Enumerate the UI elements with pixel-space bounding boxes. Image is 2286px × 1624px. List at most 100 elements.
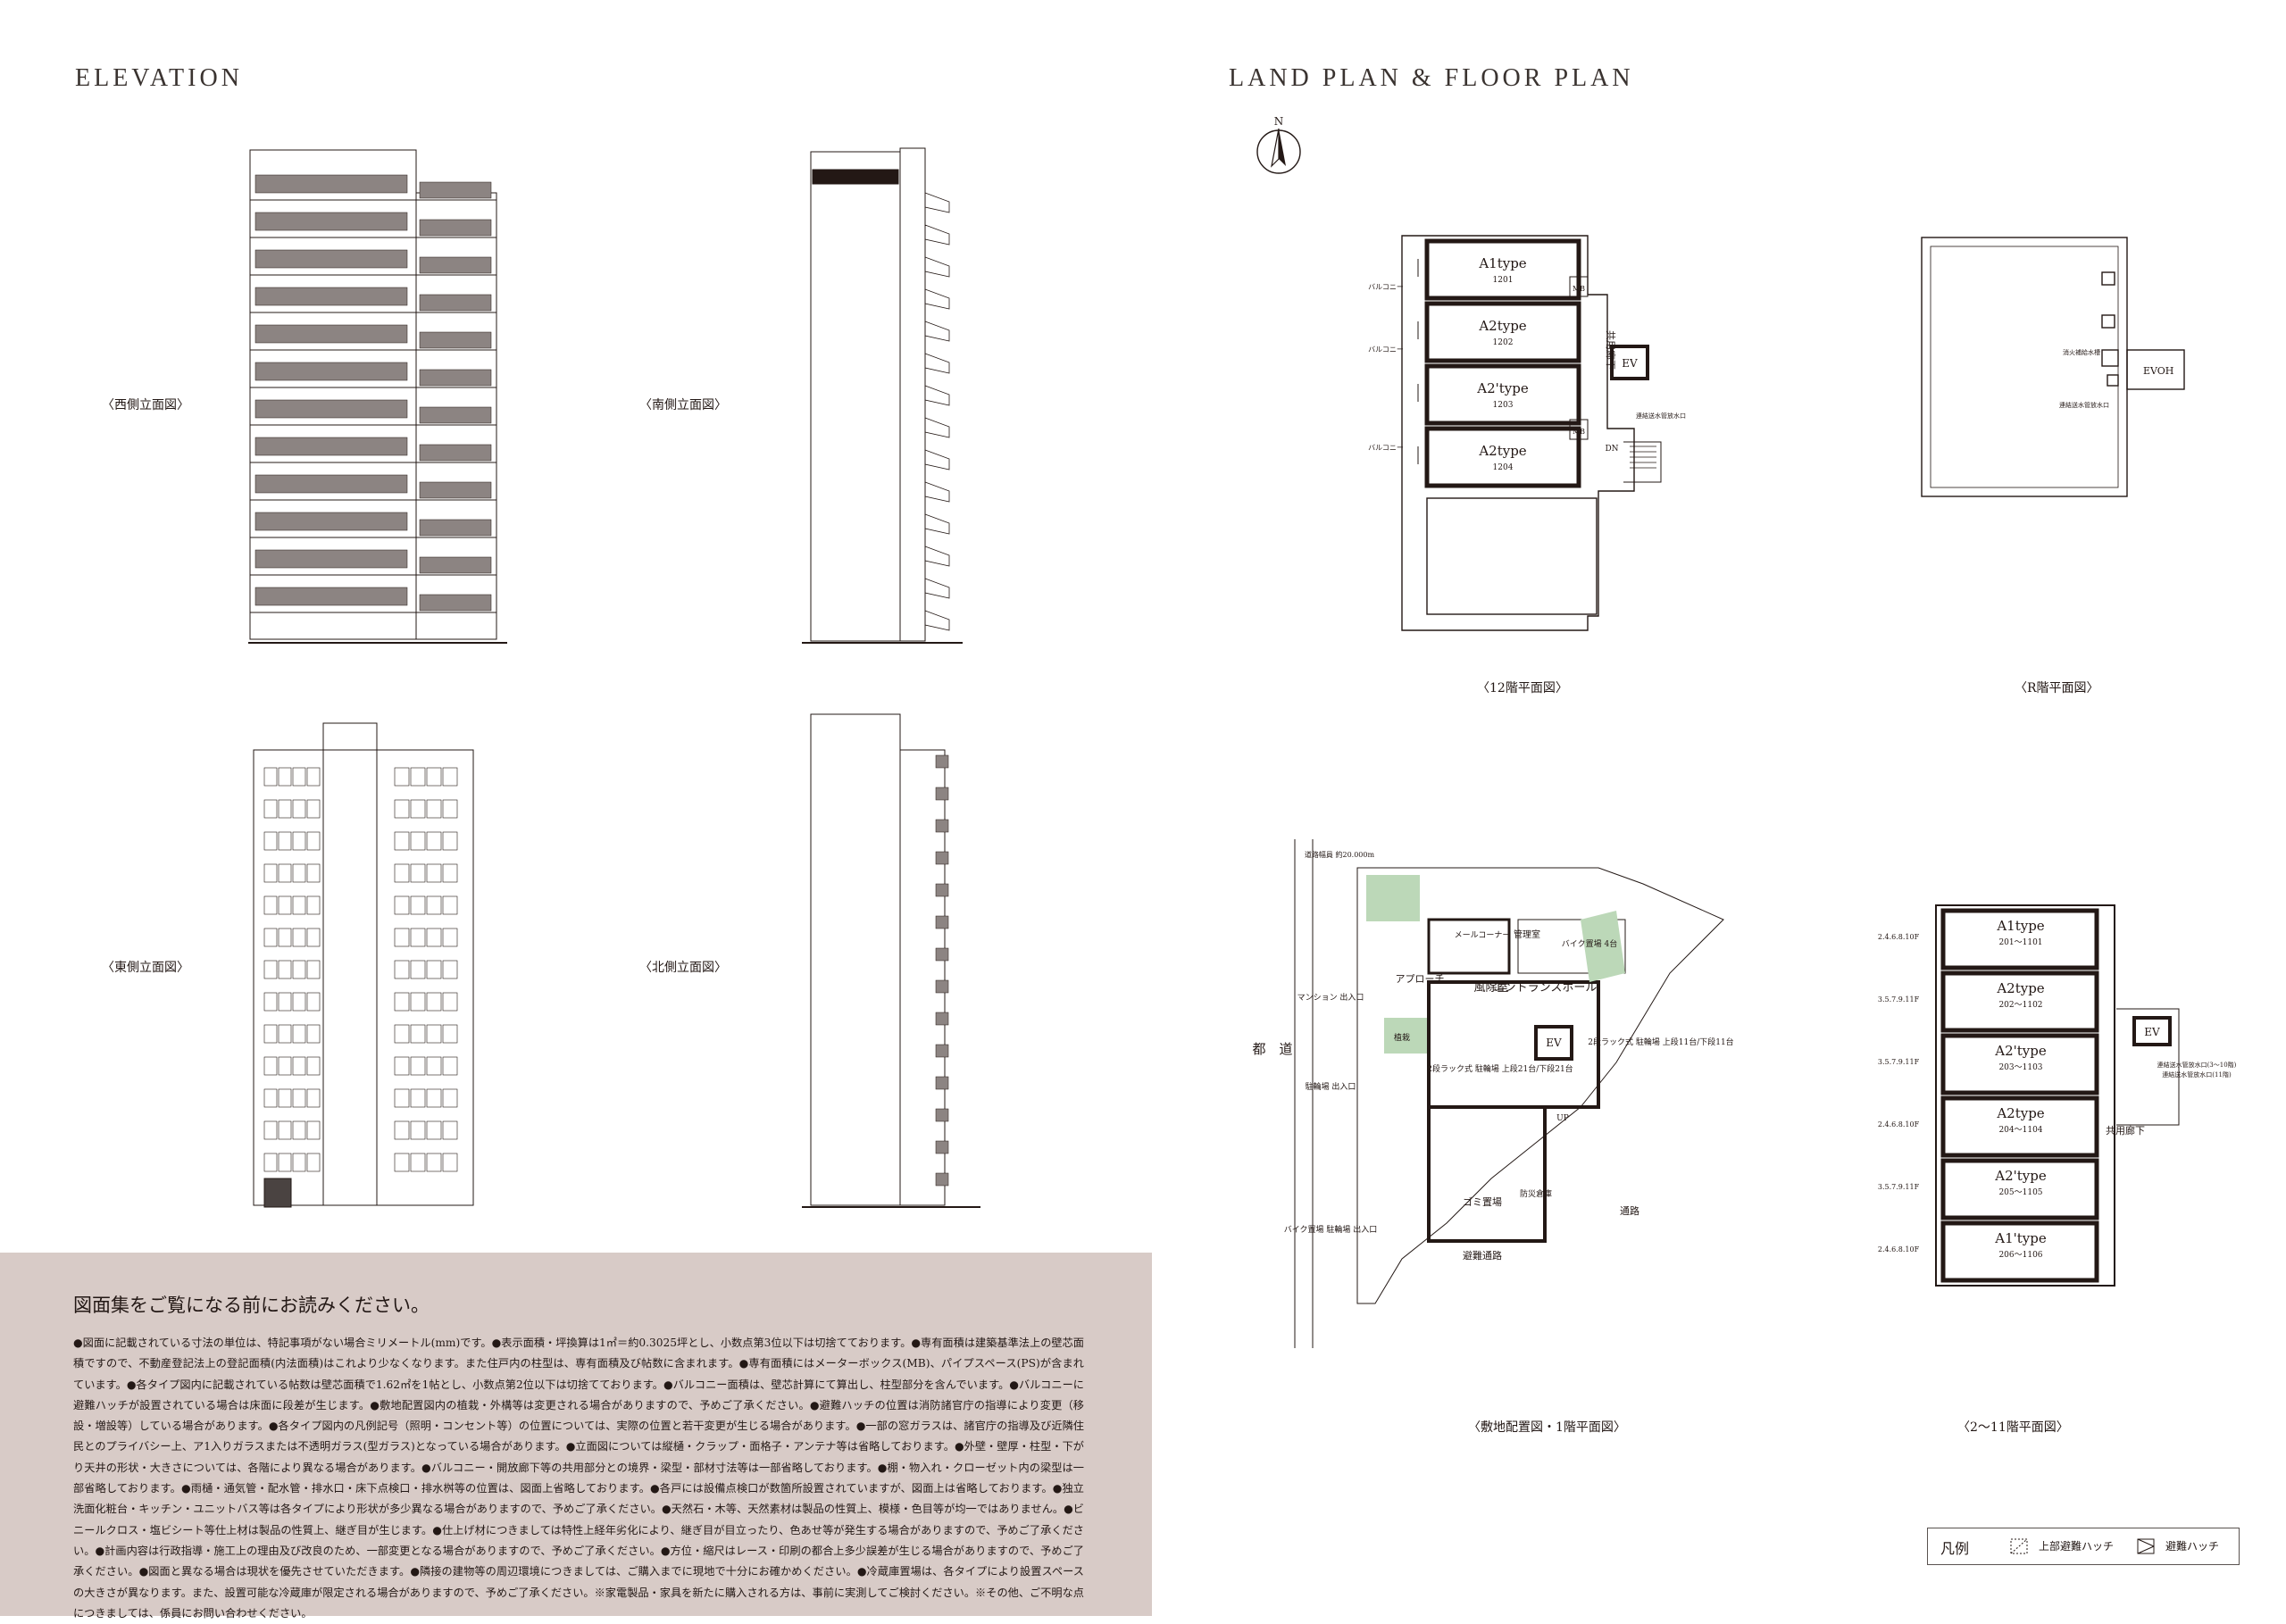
west-balcony [254, 287, 408, 306]
east-window [306, 799, 321, 819]
south-balcony-profile [924, 256, 950, 278]
land-plan-heading: LAND PLAN & FLOOR PLAN [1229, 64, 1634, 92]
legend-hatch-label: 避難ハッチ [2165, 1540, 2220, 1553]
east-window [278, 928, 292, 947]
east-window [426, 1120, 442, 1140]
site-bicycle-entrance-label: 駐輪場 出入口 [1306, 1081, 1356, 1092]
floor2-11-ev-label: EV [2144, 1026, 2160, 1038]
east-window [442, 831, 458, 851]
north-window [935, 1012, 949, 1026]
floor2-11-unit-rooms: 205～1105 [1998, 1188, 2042, 1197]
east-elevation-caption: 〈東側立面図〉 [102, 961, 189, 975]
notice-body: ●図面に記載されている寸法の単位は、特記事項がない場合ミリメートル(mm)です。… [73, 1337, 1084, 1620]
east-window [278, 1120, 292, 1140]
site-road-label: 都 道 [1252, 1041, 1292, 1057]
legend-box: 凡例 上部避難ハッチ 避難ハッチ [1927, 1528, 2240, 1565]
east-window [410, 863, 426, 883]
east-window [306, 1056, 321, 1076]
floor2-11-unit-type: A2'type [1994, 1043, 2047, 1059]
site-plan: 都 道 アプローチ 風除室 エントランスホール 管理室 メールコーナー EV ゴ… [1252, 839, 1734, 1348]
east-window [306, 767, 321, 787]
west-balcony [419, 181, 492, 199]
floor2-11-unit-rooms: 204～1104 [1998, 1126, 2042, 1135]
site-planting-label: 植栽 [1394, 1032, 1410, 1043]
east-window [410, 992, 426, 1012]
legend-upper-hatch-label: 上部避難ハッチ [2039, 1540, 2115, 1553]
upper-hatch-icon [2010, 1538, 2028, 1554]
east-window [394, 1120, 410, 1140]
floor2-11-unit-floors: 3.5.7.9.11F [1878, 1183, 1920, 1191]
east-window [306, 863, 321, 883]
east-window [263, 1088, 278, 1108]
east-window [410, 1153, 426, 1172]
west-balcony [419, 594, 492, 612]
south-roof-band [812, 169, 899, 185]
east-window [410, 1120, 426, 1140]
west-balcony [254, 362, 408, 381]
east-outline [253, 749, 474, 1206]
roof-evoh-label: EVOH [2143, 365, 2173, 377]
east-window [442, 1120, 458, 1140]
east-window [426, 1153, 442, 1172]
site-bicycle-label: 2段ラック式 駐輪場 上段21台/下段21台 [1427, 1063, 1573, 1074]
north-window [935, 1076, 949, 1090]
site-mansion-entrance-label: マンション 出入口 [1297, 992, 1364, 1003]
east-window [410, 1056, 426, 1076]
west-balcony [419, 556, 492, 574]
north-window [935, 754, 949, 769]
floor2-11-unit-rooms: 203～1103 [1998, 1063, 2042, 1072]
east-window [426, 831, 442, 851]
site-up-label: UP [1556, 1114, 1569, 1123]
south-balcony-profile [924, 481, 950, 503]
west-balcony [419, 519, 492, 537]
floor2-11-valve2-label: 連結送水管放水口(11階) [2162, 1070, 2232, 1079]
east-window [426, 992, 442, 1012]
east-window [426, 767, 442, 787]
floor2-11-valve1-label: 連結送水管放水口(3～10階) [2157, 1061, 2237, 1069]
south-balcony-profile [924, 385, 950, 406]
site-garbage-label: ゴミ置場 [1463, 1195, 1502, 1208]
compass-north-label: N [1274, 115, 1284, 128]
west-elevation-caption: 〈西側立面図〉 [102, 398, 189, 412]
east-window [442, 895, 458, 915]
east-window [410, 799, 426, 819]
floor12-unit4-type: A2type [1478, 443, 1526, 459]
west-balcony [254, 437, 408, 456]
north-window [935, 915, 949, 929]
north-window [935, 851, 949, 865]
east-window [263, 1153, 278, 1172]
north-elevation-drawing [802, 713, 980, 1208]
floor2-11-unit-type: A1'type [1994, 1230, 2047, 1246]
floor2-11-plan: A1type201～11012.4.6.8.10FA2type202～11023… [1878, 904, 2237, 1287]
site-bike-parking-label: バイク置場 4台 [1562, 938, 1617, 949]
east-window [442, 863, 458, 883]
east-window [426, 960, 442, 979]
east-window [426, 1024, 442, 1044]
east-window [306, 1153, 321, 1172]
east-window [410, 960, 426, 979]
north-window [935, 1172, 949, 1187]
east-window [394, 1024, 410, 1044]
east-window [278, 1056, 292, 1076]
east-window [442, 1024, 458, 1044]
east-window [306, 1088, 321, 1108]
east-window [292, 1153, 306, 1172]
site-ev-label: EV [1546, 1037, 1562, 1049]
east-window [263, 992, 278, 1012]
north-window [935, 1044, 949, 1058]
south-outline [810, 151, 901, 642]
floor12-unit2-type: A2type [1478, 318, 1526, 334]
east-window [278, 895, 292, 915]
floor12-valve-label: 連結送水管放水口 [1636, 412, 1686, 420]
east-window [442, 1056, 458, 1076]
south-balcony-profile [924, 610, 950, 631]
floor12-mb-label: MB [1573, 285, 1585, 293]
east-window [426, 895, 442, 915]
floor12-unit4-room: 1204 [1493, 463, 1514, 472]
west-balcony [419, 294, 492, 312]
north-window [935, 1108, 949, 1122]
west-balcony [254, 474, 408, 494]
north-window [935, 819, 949, 833]
east-window [394, 1056, 410, 1076]
east-window [306, 960, 321, 979]
